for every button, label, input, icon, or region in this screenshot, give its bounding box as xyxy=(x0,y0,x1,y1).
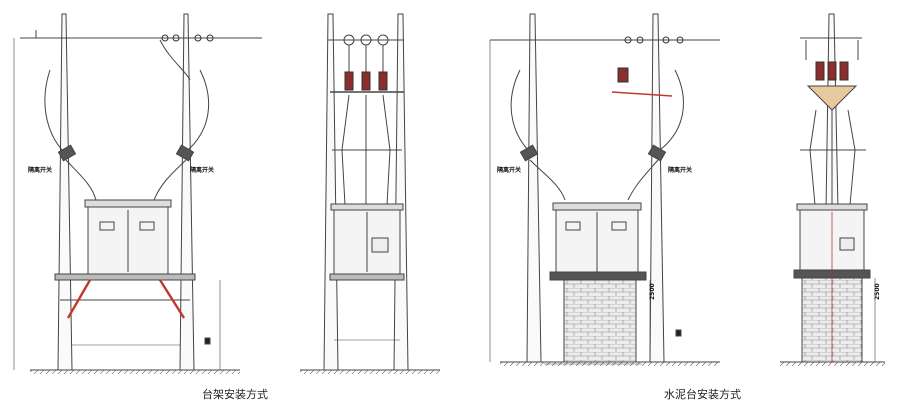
label-switch-left-a: 隔离开关 xyxy=(28,166,52,174)
brick-platform xyxy=(563,279,637,363)
isolating-switch-right xyxy=(175,144,195,162)
fuse-assembly xyxy=(617,67,629,83)
top-fuses xyxy=(815,61,849,81)
label-switch-left-b: 隔离开关 xyxy=(190,166,214,174)
isolating-switch-left xyxy=(57,144,77,162)
platform xyxy=(54,273,196,281)
label-switch-right-b: 隔离开关 xyxy=(668,166,692,174)
caption-concrete-installation: 水泥台安装方式 xyxy=(664,388,741,401)
panel-frame-front xyxy=(300,13,440,374)
label-switch-right-a: 隔离开关 xyxy=(497,166,521,174)
panel-frame-side xyxy=(13,13,262,374)
panel-concrete-front xyxy=(780,13,885,366)
pole-left-c xyxy=(526,13,542,363)
panel-concrete-side xyxy=(489,13,720,366)
pole-left-front xyxy=(323,13,339,371)
drop-out-fuses xyxy=(344,71,388,91)
insulator-group xyxy=(161,34,214,42)
pole-right-front xyxy=(393,13,409,371)
pole-right-c xyxy=(649,13,665,363)
dim-2500-b: 2500 xyxy=(874,283,881,300)
dim-2500-a: 2500 xyxy=(649,283,656,300)
caption-frame-installation: 台架安装方式 xyxy=(202,388,268,401)
